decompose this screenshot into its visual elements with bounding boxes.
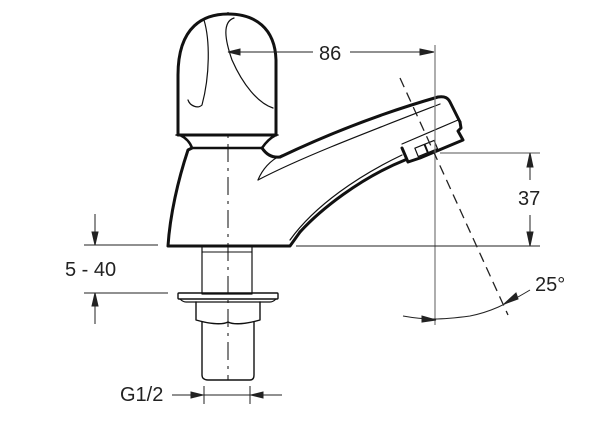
angle-dimension-label: 25° <box>533 274 568 296</box>
handle-knob <box>175 12 279 150</box>
dim-reach <box>227 45 436 325</box>
shank-upper <box>201 245 253 295</box>
lock-nut <box>195 301 261 325</box>
body <box>166 146 407 248</box>
thread-size-label: G1/2 <box>118 384 166 406</box>
washer <box>177 292 279 300</box>
dim-deck <box>84 214 168 324</box>
dim-angle <box>402 289 531 323</box>
outlet-axis <box>399 77 509 316</box>
shank-lower <box>201 321 255 381</box>
shank-assembly <box>177 245 279 381</box>
dim-height <box>296 152 540 247</box>
deck-thickness-label: 5 - 40 <box>63 259 119 281</box>
aerator-outline <box>400 120 465 164</box>
dim-thread <box>172 386 282 404</box>
spout <box>257 95 465 181</box>
aerator-slot <box>414 143 429 158</box>
height-dimension-label: 37 <box>516 188 543 210</box>
reach-dimension-label: 86 <box>317 43 344 65</box>
